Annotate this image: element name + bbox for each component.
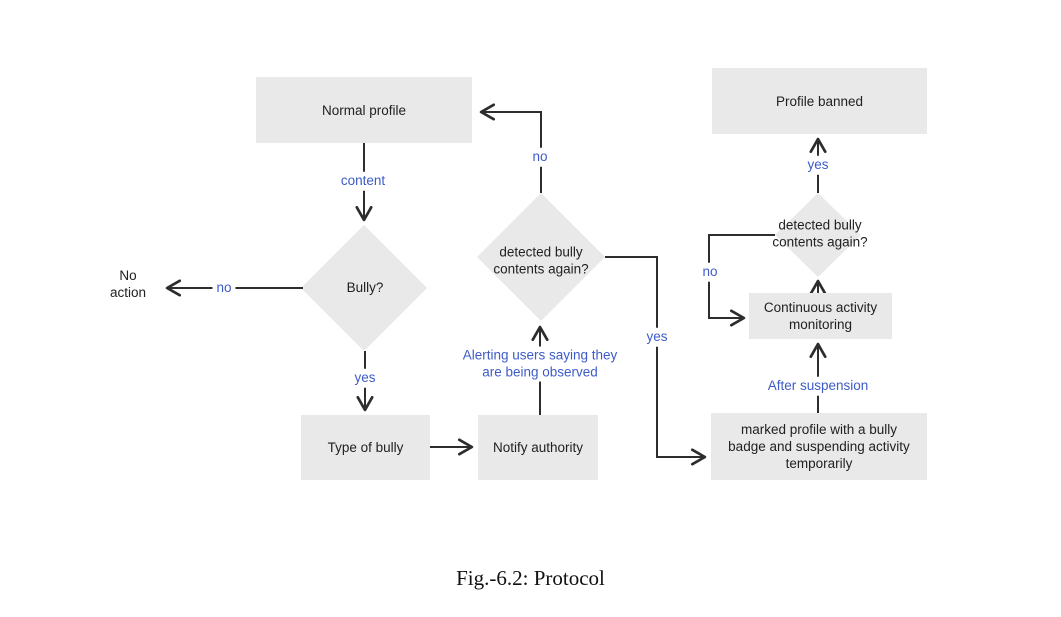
edge-label-alerting-users: Alerting users saying they are being obs… [458, 346, 622, 382]
edge-label-yes-to-banned: yes [803, 155, 833, 175]
edge-label-content: content [336, 171, 390, 191]
edge-label-after-suspension: After suspension [763, 376, 873, 396]
edge-label-no-to-no-action: no [212, 278, 236, 298]
node-profile-banned: Profile banned [712, 68, 927, 134]
bully-decision-diamond [301, 225, 427, 351]
node-notify-authority: Notify authority [478, 415, 598, 480]
detected-again-mid-diamond [477, 193, 605, 321]
edge-label-yes-to-marked: yes [642, 327, 672, 347]
node-continuous-monitoring: Continuous activity monitoring [749, 293, 892, 339]
detected-again-right-diamond [775, 193, 861, 277]
label-detected-again-right: detected bully contents again? [772, 217, 868, 250]
label-bully-decision: Bully? [346, 279, 384, 295]
node-normal-profile: Normal profile [256, 77, 472, 143]
edge-label-yes-to-type: yes [350, 368, 380, 388]
edge-label-no-to-normal: no [528, 147, 552, 167]
edge-detected-mid-to-marked [605, 256, 707, 466]
edge-label-no-loop: no [698, 262, 722, 282]
label-detected-again-mid: detected bully contents again? [493, 244, 589, 277]
node-no-action: No action [109, 268, 147, 300]
figure-caption: Fig.-6.2: Protocol [456, 566, 605, 590]
node-marked-profile: marked profile with a bully badge and su… [711, 413, 927, 480]
node-type-of-bully: Type of bully [301, 415, 430, 480]
